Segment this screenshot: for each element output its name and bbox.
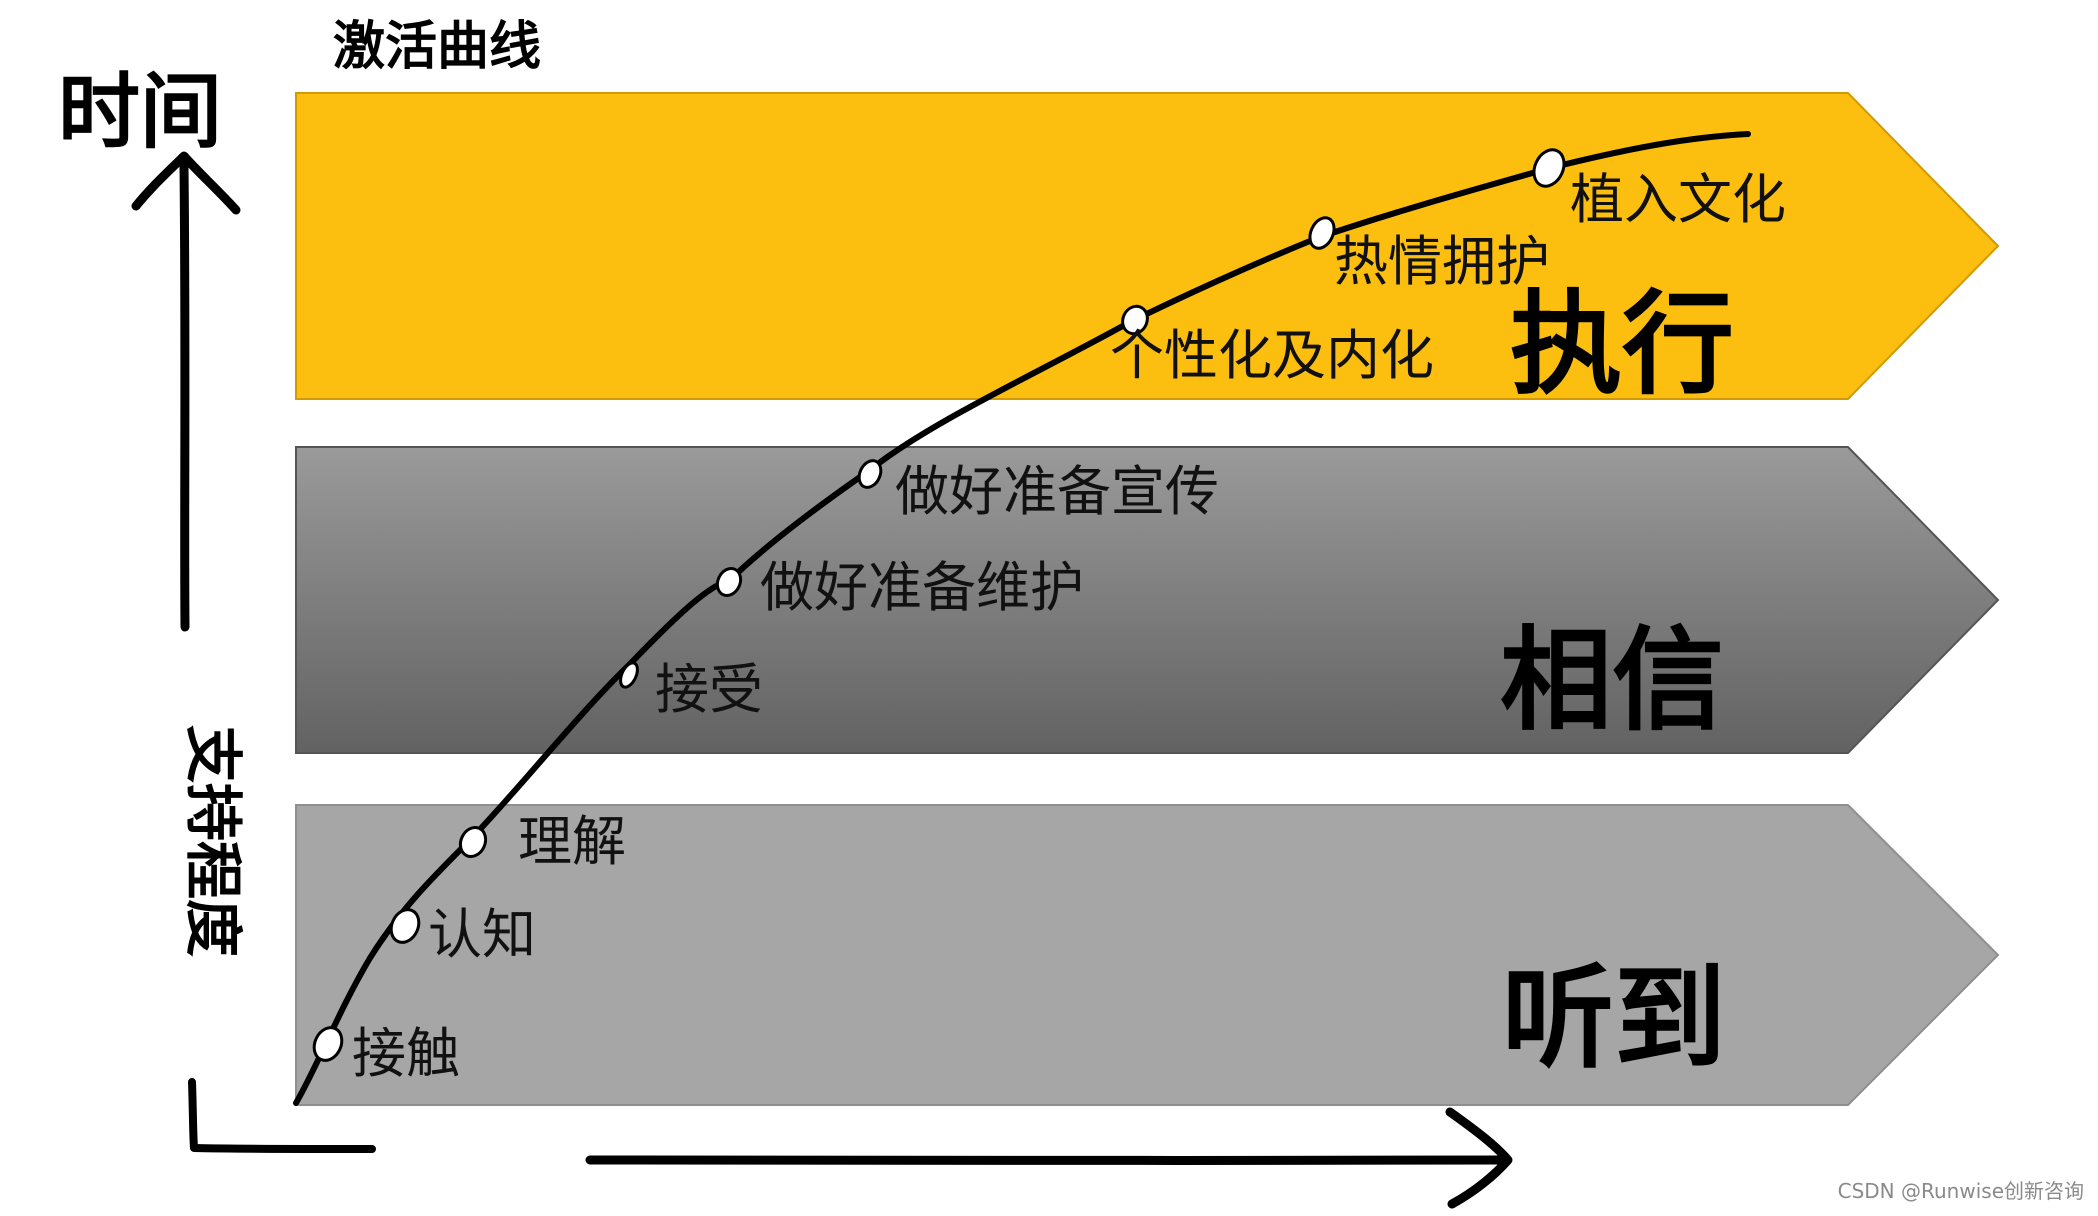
step-label-awareness: 认知 [428, 903, 536, 966]
x-axis-label-group: 支持程度 [179, 725, 247, 957]
step-label-contact: 接触 [352, 1022, 460, 1085]
x-axis-label: 支持程度 [179, 725, 247, 957]
diagram-title: 激活曲线 [333, 17, 541, 77]
step-label-ready-promote: 做好准备宣传 [895, 460, 1219, 523]
y-axis-arrow-shaft [184, 166, 185, 627]
step-label-acceptance: 接受 [655, 658, 763, 721]
stage-label-hear: 听到 [1502, 954, 1726, 1084]
step-label-internalize: 个性化及内化 [1110, 324, 1434, 387]
step-label-embed-culture: 植入文化 [1570, 168, 1786, 231]
step-label-understanding: 理解 [518, 810, 626, 873]
step-label-ready-maintain: 做好准备维护 [760, 556, 1084, 619]
stage-label-believe: 相信 [1500, 616, 1724, 746]
watermark: CSDN @Runwise创新咨询 [1838, 1179, 2084, 1203]
step-label-advocacy: 热情拥护 [1334, 230, 1550, 293]
stage-label-execute: 执行 [1510, 280, 1734, 410]
y-axis-label: 时间 [58, 65, 222, 160]
